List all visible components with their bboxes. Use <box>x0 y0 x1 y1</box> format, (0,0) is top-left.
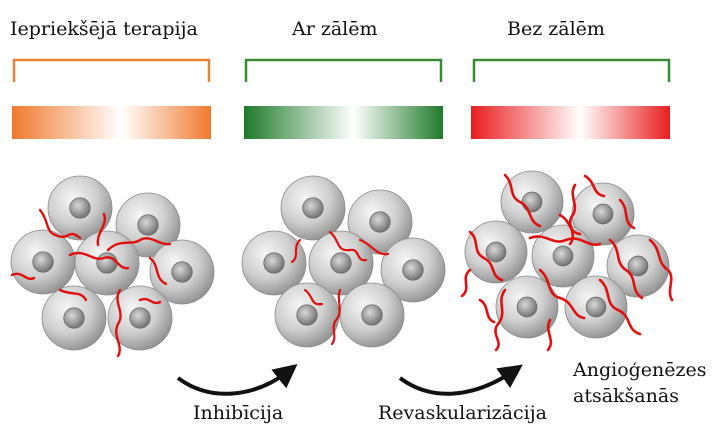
cell-nucleus <box>553 246 573 266</box>
cell-nucleus <box>331 253 351 273</box>
cell-nucleus <box>303 198 323 218</box>
cell-nucleus <box>138 215 158 235</box>
cell-nucleus <box>264 253 284 273</box>
curved-arrow-icon <box>400 370 515 394</box>
gradient-bar-with-drug <box>244 106 443 139</box>
gradient-bar-previous-therapy <box>12 106 211 139</box>
blood-vessel <box>480 300 494 322</box>
cell-nucleus <box>33 252 53 272</box>
cell-nucleus <box>64 308 84 328</box>
cell-nucleus <box>522 192 542 212</box>
tumor-cluster-previous-therapy <box>11 176 214 356</box>
tumor-cluster-with-drug <box>242 176 445 347</box>
tumor-cluster-without-drug <box>462 171 672 350</box>
cell-nucleus <box>593 204 613 224</box>
cell-nucleus <box>362 305 382 325</box>
cell-nucleus <box>486 242 506 262</box>
cell-nucleus <box>130 308 150 328</box>
arrow-label-inhibition: Inhibīcija <box>193 404 283 423</box>
bracket-with-drug <box>246 60 441 82</box>
arrow-label-revascularization: Revaskularizācija <box>378 404 547 423</box>
blood-vessel <box>462 270 470 296</box>
cell-nucleus <box>517 297 537 317</box>
annotation-angiogenesis: Angioģenēzes <box>573 361 707 380</box>
cell-nucleus <box>370 212 390 232</box>
cell-nucleus <box>586 297 606 317</box>
cell-nucleus <box>70 198 90 218</box>
cell-nucleus <box>172 262 192 282</box>
curved-arrow-icon <box>178 370 290 394</box>
annotation-resumption: atsākšanās <box>573 387 679 406</box>
cell-nucleus <box>297 305 317 325</box>
gradient-bar-without-drug <box>471 106 670 139</box>
bracket-without-drug <box>474 60 669 82</box>
cell-nucleus <box>97 253 117 273</box>
bracket-previous-therapy <box>14 60 209 82</box>
cell-nucleus <box>403 260 423 280</box>
